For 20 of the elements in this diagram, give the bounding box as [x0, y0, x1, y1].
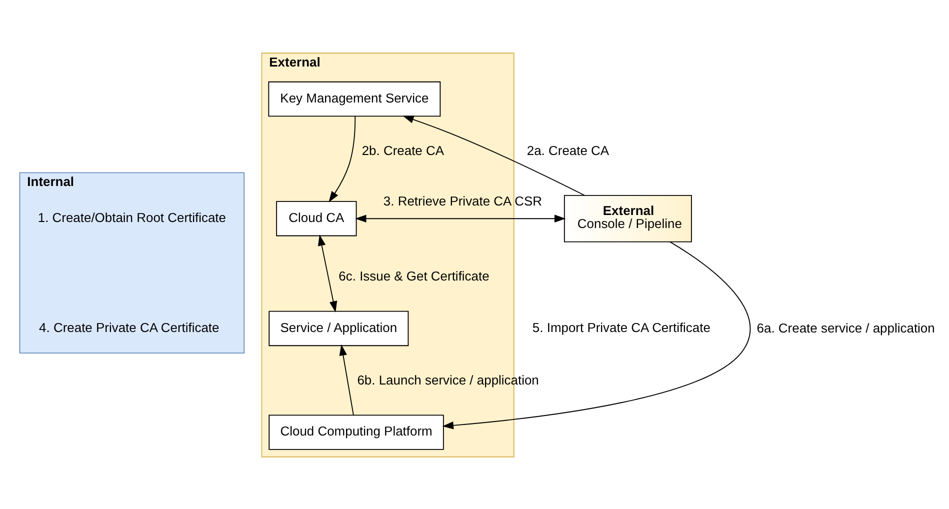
arrow	[318, 234, 338, 312]
edge-label: 2b. Create CA	[362, 142, 444, 158]
node-box: Service / Application	[268, 310, 409, 346]
arrow	[442, 240, 750, 429]
arrow	[355, 214, 566, 222]
arrow	[328, 115, 356, 202]
label: 5. Import Private CA Certificate	[532, 319, 710, 334]
edge-label: 6a. Create service / application	[756, 320, 935, 335]
edge-label: 6b. Launch service / application	[357, 372, 539, 387]
node-box: External Console / Pipeline	[564, 194, 692, 242]
edge-label: 3. Retrieve Private CA CSR	[383, 192, 542, 208]
node-box: Key Management Service	[268, 80, 441, 116]
arrow	[402, 115, 586, 196]
edge-label: 6c. Issue & Get Certificate	[338, 268, 490, 283]
label: 1. Create/Obtain Root Certificate	[38, 210, 226, 225]
label: 4. Create Private CA Certificate	[39, 319, 220, 334]
node-box: Cloud CA	[276, 200, 357, 236]
arrow	[339, 344, 354, 415]
edge-label: 2a. Create CA	[526, 142, 610, 158]
node-box: Cloud Computing Platform	[268, 414, 444, 450]
